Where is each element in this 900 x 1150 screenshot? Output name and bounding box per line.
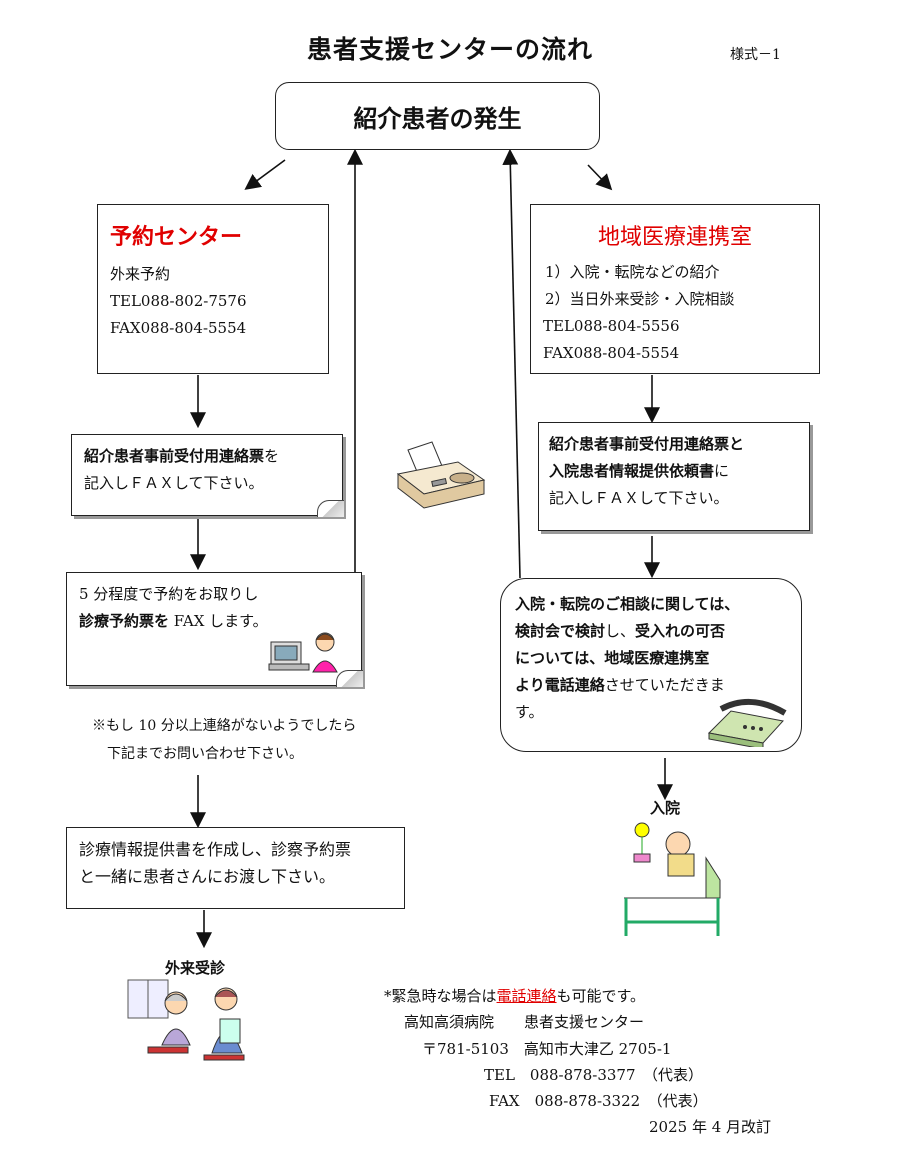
right-step-fax-forms: 紹介患者事前受付用連絡票と 入院患者情報提供依頼書に 記入しＦＡＸして下さい。: [538, 422, 810, 531]
left-step2-tail: FAX します。: [169, 612, 268, 630]
reservation-tel: TEL088-802-7576: [110, 292, 247, 310]
regional-fax: FAX088-804-5554: [543, 344, 680, 362]
revision-date: 2025 年 4 月改訂: [649, 1118, 772, 1136]
outpatient-visit-illustration: [127, 979, 245, 1061]
left-step1-line2: 記入しＦＡＸして下さい。: [84, 474, 264, 492]
left-step-referral-letter: 診療情報提供書を作成し、診察予約票 と一緒に患者さんにお渡し下さい。: [66, 827, 405, 909]
emergency-pre: *緊急時な場合は: [384, 987, 497, 1005]
left-step-appointment: 5 分程度で予約をお取りし 診療予約票を FAX します。: [66, 572, 363, 687]
fax-machine-icon: [396, 441, 486, 509]
hospital-bed-illustration: [624, 822, 721, 936]
consult-bold-review: 検討会で検討: [515, 622, 606, 640]
hospital-address: 〒781-5103 高知市大津乙 2705-1: [422, 1040, 672, 1058]
arrow-right-return: [502, 148, 521, 579]
reservation-center-title: 予約センター: [110, 225, 243, 250]
right-step1-bold2: 入院患者情報提供依頼書: [549, 462, 715, 480]
emergency-note: *緊急時な場合は電話連絡も可能です。: [384, 983, 645, 1009]
arrow-top-to-right: [587, 164, 613, 191]
emergency-post: も可能です。: [556, 987, 646, 1005]
regional-line-1: 1）入院・転院などの紹介: [545, 263, 720, 281]
emergency-phone-link: 電話連絡: [496, 987, 557, 1005]
left-step1-tail: を: [264, 447, 280, 465]
regional-line-2: 2）当日外来受診・入院相談: [545, 290, 735, 308]
admission-label: 入院: [650, 799, 681, 817]
left-note-line1: ※もし 10 分以上連絡がないようでしたら: [92, 718, 357, 734]
right-step-consultation: 入院・転院のご相談に関しては、 検討会で検討し、受入れの可否 については、地域医…: [500, 578, 802, 752]
left-step2-bold: 診療予約票を: [79, 612, 170, 630]
page-title: 患者支援センターの流れ: [306, 35, 593, 64]
left-step3-line2: と一緒に患者さんにお渡し下さい。: [79, 867, 336, 886]
hospital-tel: TEL 088-878-3377 （代表）: [484, 1066, 703, 1084]
consult-tail: し、: [605, 622, 636, 640]
left-step3-line1: 診療情報提供書を作成し、診察予約票: [79, 840, 352, 859]
right-step1-line3: 記入しＦＡＸして下さい。: [549, 489, 729, 507]
left-step1-bold: 紹介患者事前受付用連絡票: [84, 447, 265, 465]
form-number: 様式－1: [730, 47, 781, 63]
left-note-line2: 下記までお問い合わせ下さい。: [107, 746, 303, 762]
consult-line3: については、地域医療連携室: [515, 649, 710, 667]
left-step2-line1: 5 分程度で予約をお取りし: [79, 585, 259, 603]
regional-tel: TEL088-804-5556: [543, 317, 680, 335]
arrow-top-to-left: [244, 159, 286, 190]
reservation-fax: FAX088-804-5554: [110, 319, 247, 337]
left-step-fax-form: 紹介患者事前受付用連絡票を 記入しＦＡＸして下さい。: [71, 434, 344, 517]
hospital-fax: FAX 088-878-3322 （代表）: [489, 1092, 708, 1110]
consult-bold-acceptance: 受入れの可否: [635, 622, 726, 640]
right-step1-tail2: に: [714, 462, 730, 480]
consult-tail-4: させていただきま: [604, 676, 725, 694]
right-step1-line1: 紹介患者事前受付用連絡票と: [549, 435, 745, 453]
reservation-line: 外来予約: [110, 265, 171, 283]
outpatient-label: 外来受診: [165, 959, 226, 977]
referral-origin-box: 紹介患者の発生: [275, 82, 600, 150]
office-worker-icon: [268, 632, 338, 673]
regional-liaison-title: 地域医療連携室: [597, 225, 752, 250]
consult-line1: 入院・転院のご相談に関しては、: [515, 595, 740, 613]
consult-line5: す。: [515, 703, 544, 721]
referral-origin-label: 紹介患者の発生: [353, 104, 522, 133]
hospital-name: 高知高須病院 患者支援センター: [404, 1013, 645, 1031]
reservation-center-box: 予約センター 外来予約 TEL088-802-7576 FAX088-804-5…: [97, 204, 329, 374]
regional-liaison-box: 地域医療連携室 1）入院・転院などの紹介 2）当日外来受診・入院相談 TEL08…: [530, 204, 820, 374]
telephone-icon: [707, 698, 787, 747]
consult-bold-phone: より電話連絡: [515, 676, 605, 694]
